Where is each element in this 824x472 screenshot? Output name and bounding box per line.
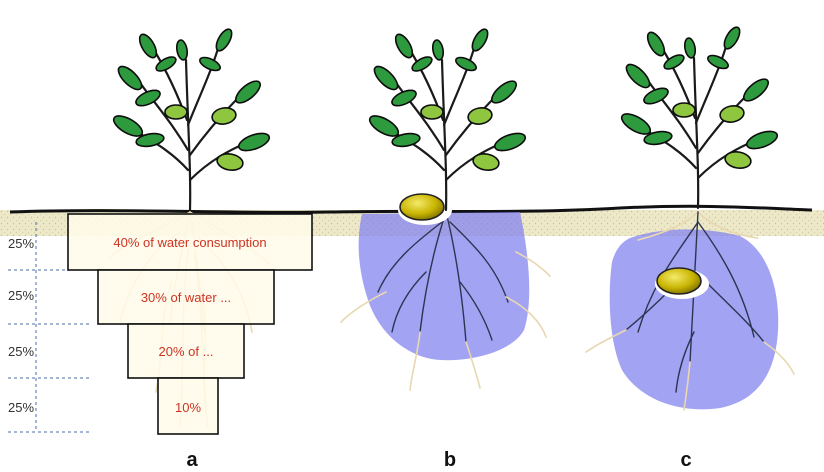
panel-label-b: b [444, 449, 456, 471]
zone-label-4: 10% [175, 400, 201, 415]
panel-b: b [341, 27, 550, 471]
zone-label-2: 30% of water ... [141, 290, 231, 305]
depth-label-1: 25% [8, 236, 34, 251]
plant-icon [111, 27, 272, 210]
zone-label-1: 40% of water consumption [113, 235, 266, 250]
plant-icon [619, 25, 780, 208]
panel-a: 25% 25% 25% 25% 40% of water consumption… [8, 27, 312, 471]
panel-label-a: a [186, 449, 198, 471]
depth-label-2: 25% [8, 288, 34, 303]
depth-label-3: 25% [8, 344, 34, 359]
dripper-emitter-icon [400, 194, 444, 220]
panel-c: c [586, 25, 794, 471]
zone-label-3: 20% of ... [159, 344, 214, 359]
depth-label-4: 25% [8, 400, 34, 415]
wetted-bulb-c [610, 229, 779, 409]
panel-label-c: c [680, 449, 691, 471]
dripper-emitter-icon [657, 268, 701, 294]
plant-icon [367, 27, 528, 210]
wetted-bulb-b [359, 212, 530, 360]
